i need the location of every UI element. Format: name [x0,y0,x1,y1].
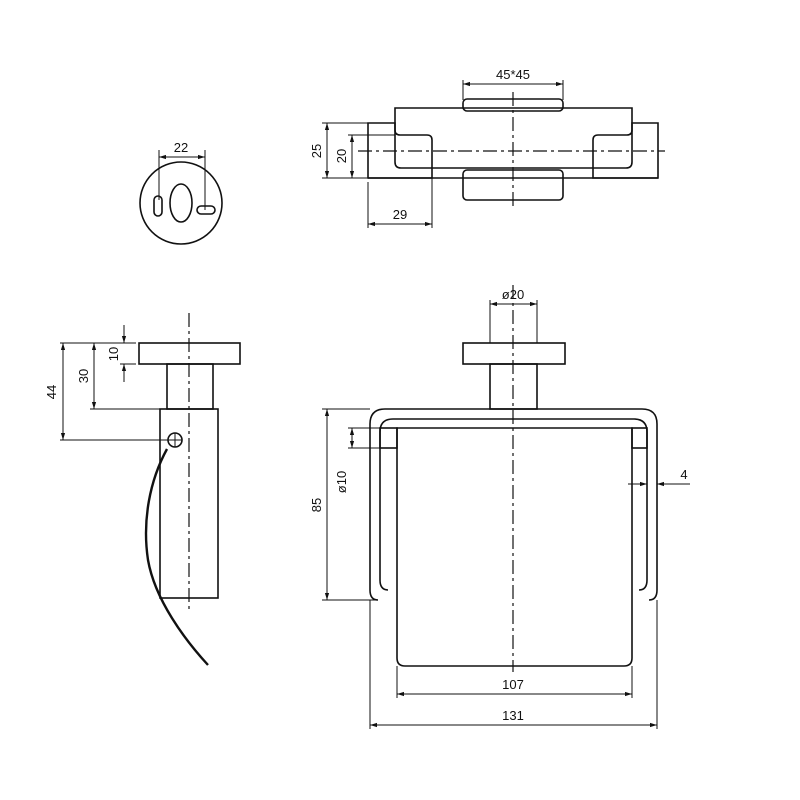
dim-label-30: 30 [76,369,91,383]
paper-roll [396,427,633,667]
right-slot [196,205,216,215]
dim-label-10: 10 [106,347,121,361]
dim-label-85: 85 [309,498,324,512]
top-view: 45*45 25 20 29 [309,67,665,228]
side-view: 44 30 10 [44,313,241,666]
dim-label-45x45: 45*45 [496,67,530,82]
dim-label-20: 20 [334,149,349,163]
plate-outline [139,161,223,245]
dim-label-131: 131 [502,708,524,723]
front-view: ø20 85 ø10 4 107 131 [309,285,690,729]
dim-label-4: 4 [680,467,687,482]
dim-label-29: 29 [393,207,407,222]
paper-flap [144,448,209,666]
dim-label-d20: ø20 [502,287,524,302]
dim-label-22: 22 [174,140,188,155]
dim-label-107: 107 [502,677,524,692]
center-hole [169,183,193,223]
dim-label-44: 44 [44,385,59,399]
dim-label-d10: ø10 [334,471,349,493]
left-slot [153,195,163,217]
mounting-plate-view: 22 [139,140,223,245]
dim-label-25: 25 [309,144,324,158]
